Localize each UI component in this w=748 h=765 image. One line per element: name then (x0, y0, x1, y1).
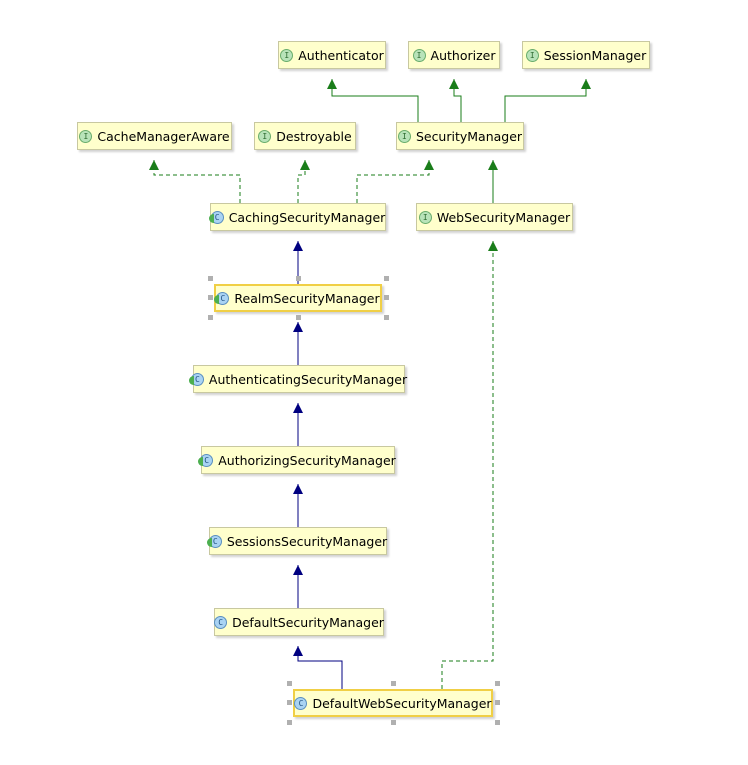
node-destroyable[interactable]: I Destroyable (254, 122, 356, 150)
abstract-class-icon: C (198, 453, 214, 467)
node-label: AuthorizingSecurityManager (218, 452, 396, 468)
arrowhead (488, 241, 498, 251)
node-default-web-security-manager[interactable]: C DefaultWebSecurityManager (293, 689, 493, 717)
edge-extends-class (297, 646, 343, 689)
abstract-class-icon: C (206, 534, 222, 548)
selection-handle[interactable] (296, 276, 301, 281)
selection-handle[interactable] (208, 315, 213, 320)
interface-icon: I (412, 48, 426, 62)
interface-icon: I (258, 129, 272, 143)
node-label: Destroyable (276, 128, 352, 144)
selection-handle[interactable] (495, 681, 500, 686)
node-label: CacheManagerAware (97, 128, 230, 144)
node-label: CachingSecurityManager (228, 209, 386, 225)
arrowhead (581, 79, 591, 89)
node-web-security-manager[interactable]: I WebSecurityManager (416, 203, 573, 231)
interface-icon: I (525, 48, 539, 62)
node-label: AuthenticatingSecurityManager (208, 371, 408, 387)
selection-handle[interactable] (495, 700, 500, 705)
node-label: DefaultSecurityManager (232, 614, 384, 630)
node-label: WebSecurityManager (436, 209, 571, 225)
interface-icon: I (418, 210, 432, 224)
arrowhead (293, 322, 303, 332)
node-label: Authorizer (430, 47, 496, 63)
node-realm-security-manager[interactable]: C RealmSecurityManager (214, 284, 382, 312)
abstract-class-icon: C (214, 291, 230, 305)
arrowhead (488, 160, 498, 170)
interface-icon: I (397, 129, 411, 143)
selection-handle[interactable] (391, 720, 396, 725)
node-caching-security-manager[interactable]: C CachingSecurityManager (208, 203, 386, 231)
arrowhead (293, 403, 303, 413)
edge-implements (153, 160, 241, 203)
node-label: SessionManager (543, 47, 647, 63)
arrowhead (449, 79, 459, 89)
arrowhead (149, 160, 159, 170)
selection-handle[interactable] (495, 720, 500, 725)
node-cache-manager-aware[interactable]: I CacheManagerAware (77, 122, 232, 150)
node-authenticating-security-manager[interactable]: C AuthenticatingSecurityManager (188, 365, 408, 393)
interface-icon: I (280, 48, 294, 62)
node-sessions-security-manager[interactable]: C SessionsSecurityManager (206, 527, 388, 555)
selection-handle[interactable] (287, 700, 292, 705)
arrowhead (424, 160, 434, 170)
selection-handle[interactable] (287, 681, 292, 686)
selection-handle[interactable] (287, 720, 292, 725)
selection-handle[interactable] (208, 295, 213, 300)
node-label: Authenticator (298, 47, 384, 63)
selection-handle[interactable] (391, 681, 396, 686)
selection-handle[interactable] (384, 315, 389, 320)
node-label: SessionsSecurityManager (226, 533, 388, 549)
abstract-class-icon: C (188, 372, 204, 386)
edge-implements (441, 241, 494, 689)
node-label: DefaultWebSecurityManager (312, 695, 492, 711)
abstract-class-icon: C (208, 210, 224, 224)
edge-extends-interface (504, 79, 587, 122)
node-label: RealmSecurityManager (234, 290, 380, 306)
arrowhead (293, 565, 303, 575)
node-authenticator[interactable]: I Authenticator (278, 41, 386, 69)
selection-handle[interactable] (384, 295, 389, 300)
node-authorizer[interactable]: I Authorizer (408, 41, 500, 69)
arrowhead (300, 160, 310, 170)
node-label: SecurityManager (415, 128, 523, 144)
node-default-security-manager[interactable]: C DefaultSecurityManager (214, 608, 384, 636)
class-icon: C (214, 615, 228, 629)
node-session-manager[interactable]: I SessionManager (522, 41, 650, 69)
edge-implements (356, 160, 430, 203)
node-security-manager[interactable]: I SecurityManager (396, 122, 524, 150)
arrowhead (293, 241, 303, 251)
class-icon: C (294, 696, 308, 710)
arrowhead (327, 79, 337, 89)
arrowhead (293, 484, 303, 494)
selection-handle[interactable] (208, 276, 213, 281)
interface-icon: I (79, 129, 93, 143)
arrowhead (293, 646, 303, 656)
selection-handle[interactable] (384, 276, 389, 281)
node-authorizing-security-manager[interactable]: C AuthorizingSecurityManager (198, 446, 396, 474)
edge-extends-interface (331, 79, 419, 122)
selection-handle[interactable] (296, 315, 301, 320)
